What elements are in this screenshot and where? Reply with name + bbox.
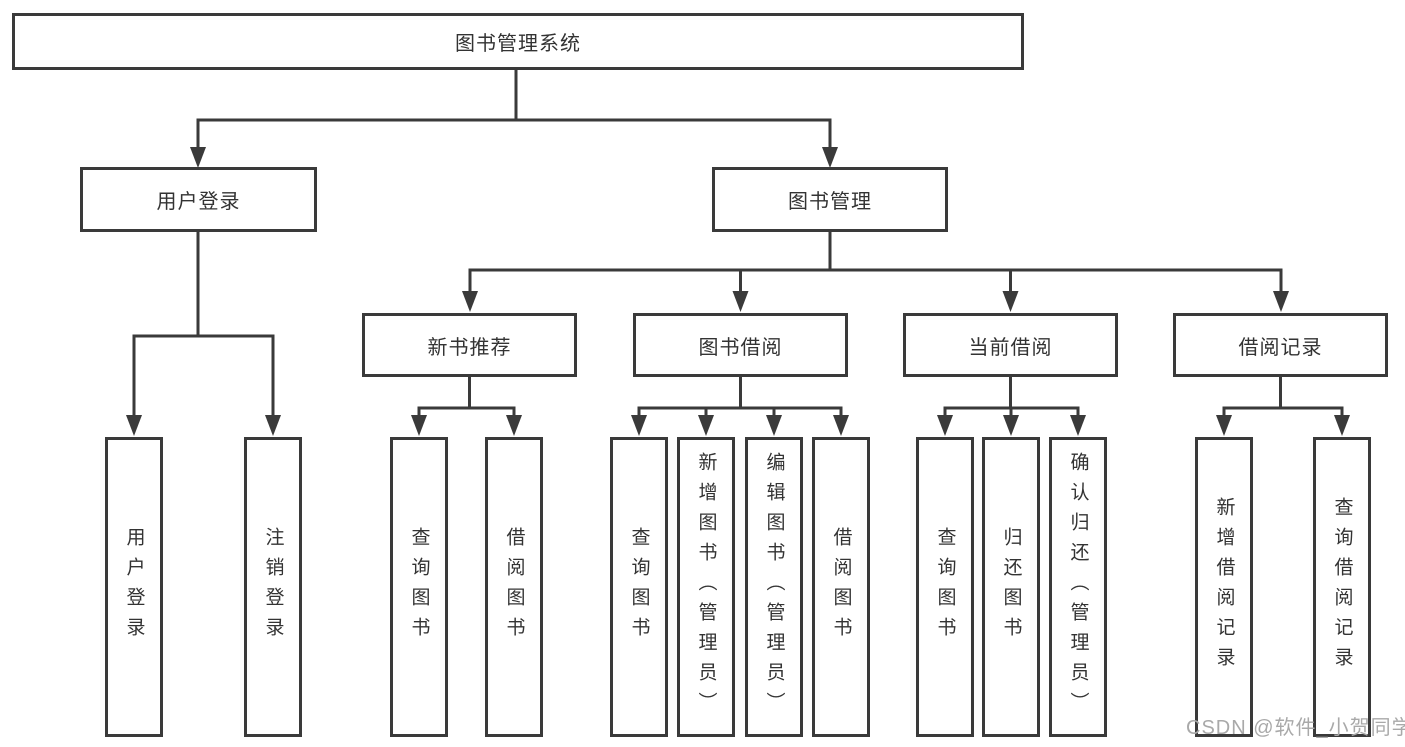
- leaf-query-borrow-record-label: 查询借阅记录: [1331, 497, 1353, 677]
- leaf-query-borrow-record: 查询借阅记录: [1313, 437, 1371, 737]
- leaf-borrow-books: 借阅图书: [812, 437, 870, 737]
- leaf-borrow-books-recommend: 借阅图书: [485, 437, 543, 737]
- leaf-query-books-recommend-label: 查询图书: [408, 527, 430, 647]
- leaf-borrow-books-recommend-label: 借阅图书: [503, 527, 525, 647]
- leaf-user-login-label: 用户登录: [123, 527, 145, 647]
- leaf-query-books-borrowing: 查询图书: [610, 437, 668, 737]
- leaf-query-books-recommend: 查询图书: [390, 437, 448, 737]
- arrowheads: [126, 147, 1350, 436]
- node-current-borrowing: 当前借阅: [903, 313, 1118, 377]
- leaf-add-books-admin-label: 新增图书（管理员）: [695, 452, 717, 722]
- leaf-edit-books-admin-label: 编辑图书（管理员）: [763, 452, 785, 722]
- leaf-return-books: 归还图书: [982, 437, 1040, 737]
- leaf-logout: 注销登录: [244, 437, 302, 737]
- leaf-user-login: 用户登录: [105, 437, 163, 737]
- leaf-logout-label: 注销登录: [262, 527, 284, 647]
- node-user-login: 用户登录: [80, 167, 317, 232]
- watermark: CSDN @软件_小贺同学: [1186, 717, 1405, 739]
- leaf-return-books-label: 归还图书: [1000, 527, 1022, 647]
- leaf-query-books-borrowing-label: 查询图书: [628, 527, 650, 647]
- node-book-borrowing: 图书借阅: [633, 313, 848, 377]
- node-library-system: 图书管理系统: [12, 13, 1024, 70]
- leaf-confirm-return-admin: 确认归还（管理员）: [1049, 437, 1107, 737]
- leaf-add-books-admin: 新增图书（管理员）: [677, 437, 735, 737]
- leaf-borrow-books-label: 借阅图书: [830, 527, 852, 647]
- leaf-query-books-current: 查询图书: [916, 437, 974, 737]
- node-borrowing-records: 借阅记录: [1173, 313, 1388, 377]
- node-book-management: 图书管理: [712, 167, 948, 232]
- leaf-add-borrow-record: 新增借阅记录: [1195, 437, 1253, 737]
- leaf-edit-books-admin: 编辑图书（管理员）: [745, 437, 803, 737]
- node-new-book-recommend: 新书推荐: [362, 313, 577, 377]
- leaf-query-books-current-label: 查询图书: [934, 527, 956, 647]
- leaf-add-borrow-record-label: 新增借阅记录: [1213, 497, 1235, 677]
- leaf-confirm-return-admin-label: 确认归还（管理员）: [1067, 452, 1089, 722]
